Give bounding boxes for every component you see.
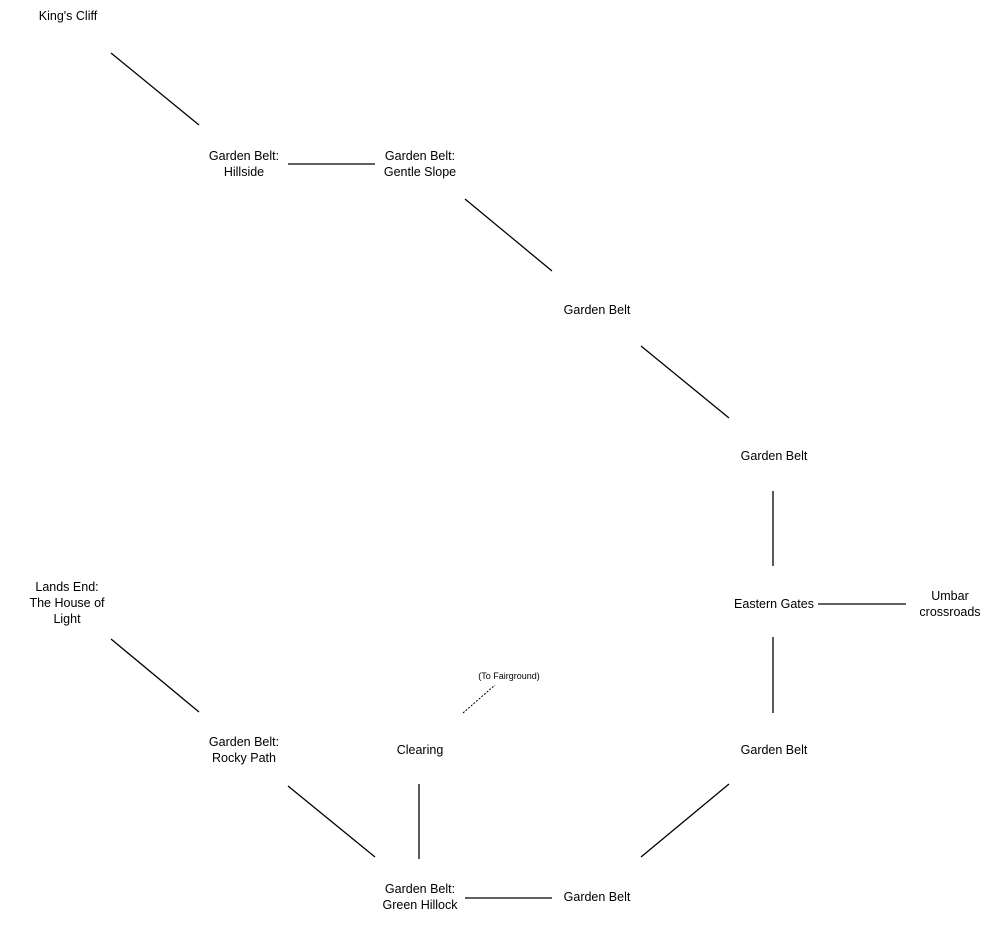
node-label: Lands End: (35, 580, 99, 594)
note-label: (To Fairground) (478, 671, 540, 681)
node-label: Garden Belt: (384, 882, 456, 896)
node-garden-belt-rocky-path[interactable]: Garden Belt: Rocky Path (174, 734, 314, 766)
path-garden-belt-to-garden-belt-south (640, 783, 730, 858)
node-sublabel: The House of (29, 596, 105, 610)
node-garden-belt-green-hillock[interactable]: Garden Belt: Green Hillock (350, 881, 490, 913)
node-label: Garden Belt (740, 449, 808, 463)
path-gentle-slope-to-garden-belt (464, 198, 553, 272)
node-label: Clearing (396, 743, 444, 757)
node-label: Garden Belt: (208, 149, 280, 163)
node-label: King's Cliff (38, 9, 98, 23)
node-garden-belt-hillside[interactable]: Garden Belt: Hillside (174, 148, 314, 180)
node-sublabel: Light (53, 612, 81, 626)
node-sublabel: Green Hillock (382, 898, 458, 912)
node-clearing[interactable]: Clearing (350, 742, 490, 758)
node-sublabel: Rocky Path (212, 751, 276, 765)
node-label: Garden Belt (740, 743, 808, 757)
node-garden-belt-gentle-slope[interactable]: Garden Belt: Gentle Slope (350, 148, 490, 180)
path-garden-belt-to-garden-belt (640, 345, 730, 419)
node-garden-belt[interactable]: Garden Belt (527, 302, 667, 318)
path-kings-cliff-to-hillside (110, 52, 200, 126)
path-clearing-to-fairground (462, 684, 496, 714)
fairground-exit-note[interactable]: (To Fairground) (449, 671, 569, 682)
node-sublabel: Hillside (223, 165, 265, 179)
path-rocky-path-to-lands-end (110, 638, 200, 713)
node-garden-belt[interactable]: Garden Belt (527, 889, 667, 905)
node-sublabel: Gentle Slope (383, 165, 457, 179)
node-label: Garden Belt: (384, 149, 456, 163)
node-kings-cliff[interactable]: King's Cliff (0, 8, 138, 24)
path-green-hillock-to-rocky-path (287, 785, 376, 858)
node-eastern-gates[interactable]: Eastern Gates (704, 596, 844, 612)
node-label: Umbar (931, 589, 969, 603)
node-label: Eastern Gates (734, 597, 814, 611)
node-lands-end[interactable]: Lands End: The House of Light (0, 579, 137, 627)
node-sublabel: crossroads (919, 605, 981, 619)
node-umbar-crossroads[interactable]: Umbar crossroads (880, 588, 1000, 620)
node-label: Garden Belt (563, 890, 631, 904)
node-garden-belt[interactable]: Garden Belt (704, 448, 844, 464)
node-label: Garden Belt (563, 303, 631, 317)
node-garden-belt[interactable]: Garden Belt (704, 742, 844, 758)
node-label: Garden Belt: (208, 735, 280, 749)
